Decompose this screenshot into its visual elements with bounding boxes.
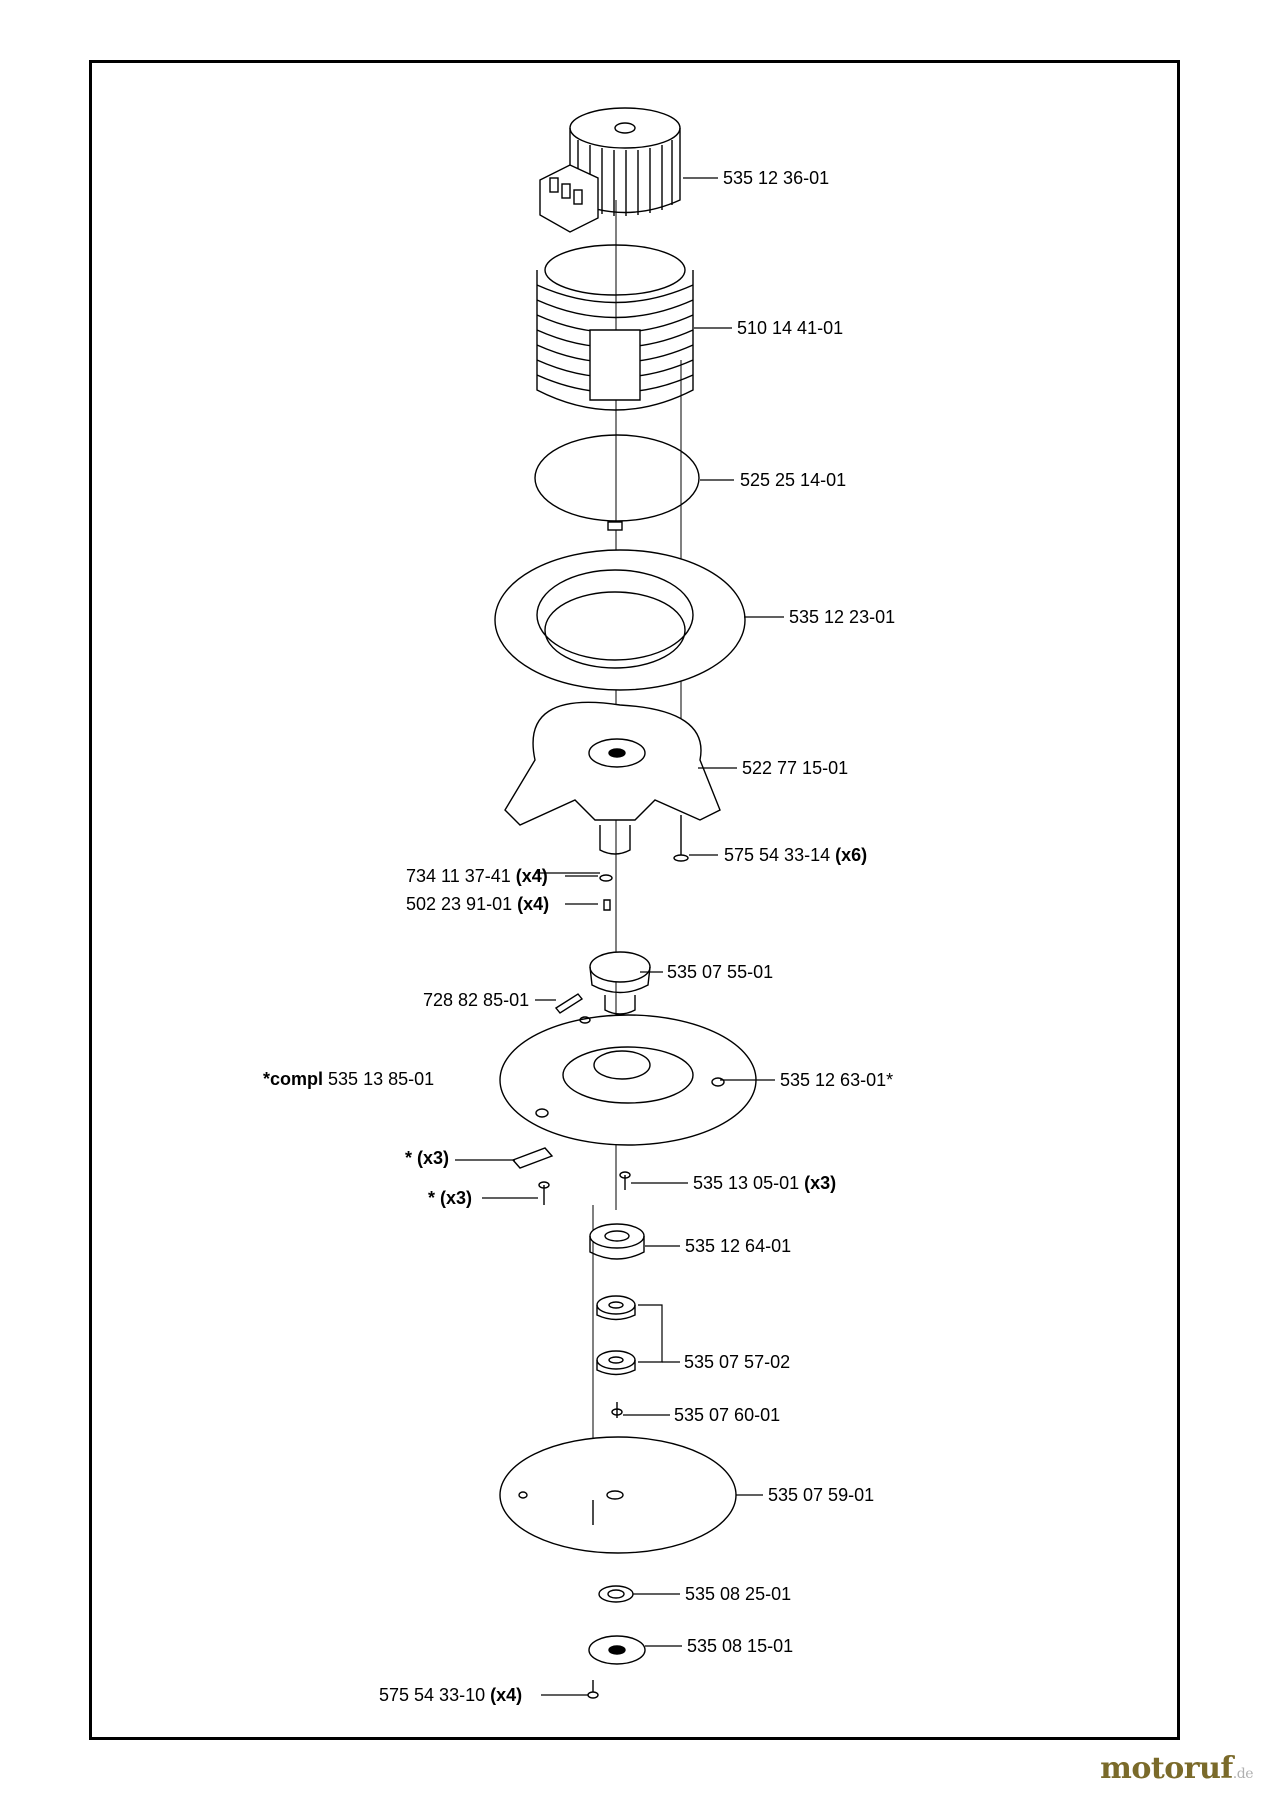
leader-lines [455, 177, 784, 1696]
part-label-screw-small: 502 23 91-01 (x4) [406, 894, 550, 914]
blade-knife-part [511, 1147, 631, 1205]
part-label-motor-plate: 522 77 15-01 [742, 758, 849, 778]
part-label-set-screw: 728 82 85-01 [423, 990, 530, 1010]
watermark-logo: motoruf.de [1100, 1751, 1253, 1786]
part-label-motor: 535 12 36-01 [723, 168, 830, 188]
pin-part [611, 1402, 623, 1418]
part-label-bottom-screw: 575 54 33-10 (x4) [379, 1685, 523, 1705]
skid-plate-part [499, 1436, 737, 1554]
bearings-part [596, 1295, 663, 1376]
housing-part [536, 244, 694, 411]
blade-disc-part [499, 1014, 757, 1146]
part-label-bearings: 535 07 57-02 [684, 1352, 791, 1372]
part-label-pin: 535 07 60-01 [674, 1405, 781, 1425]
part-label-spacer: 535 08 25-01 [685, 1584, 792, 1604]
bottom-screw-part [587, 1680, 599, 1699]
part-label-bearing-housing: 535 12 64-01 [685, 1236, 792, 1256]
bottom-cap-part [588, 1635, 646, 1665]
part-label-bottom-cap: 535 08 15-01 [687, 1636, 794, 1656]
motor-part [539, 107, 681, 233]
guard-ring-part [494, 549, 746, 691]
part-label-blade-knife: * (x3) [405, 1148, 450, 1168]
part-label-hub: 535 07 55-01 [667, 962, 774, 982]
part-label-complete-assembly: *compl 535 13 85-01 [263, 1069, 435, 1089]
plate-screw-part [599, 815, 689, 911]
part-label-washer: 734 11 37-41 (x4) [406, 866, 548, 886]
diagram-frame [89, 60, 1180, 1740]
seal-ring-part [534, 434, 700, 531]
motor-plate-part [504, 701, 721, 855]
part-label-housing: 510 14 41-01 [737, 318, 844, 338]
part-label-blade-disc: 535 12 63-01* [780, 1070, 894, 1090]
hub-part [554, 951, 651, 1015]
part-label-guard-ring: 535 12 23-01 [789, 607, 896, 627]
part-label-skid-plate: 535 07 59-01 [768, 1485, 875, 1505]
part-label-plate-screw: 575 54 33-14 (x6) [724, 845, 868, 865]
part-label-blade-knife-screw: * (x3) [428, 1188, 473, 1208]
part-label-blade-screw: 535 13 05-01 (x3) [693, 1173, 837, 1193]
spacer-part [598, 1585, 634, 1603]
part-label-seal-ring: 525 25 14-01 [740, 470, 847, 490]
bearing-housing-part [589, 1223, 645, 1260]
